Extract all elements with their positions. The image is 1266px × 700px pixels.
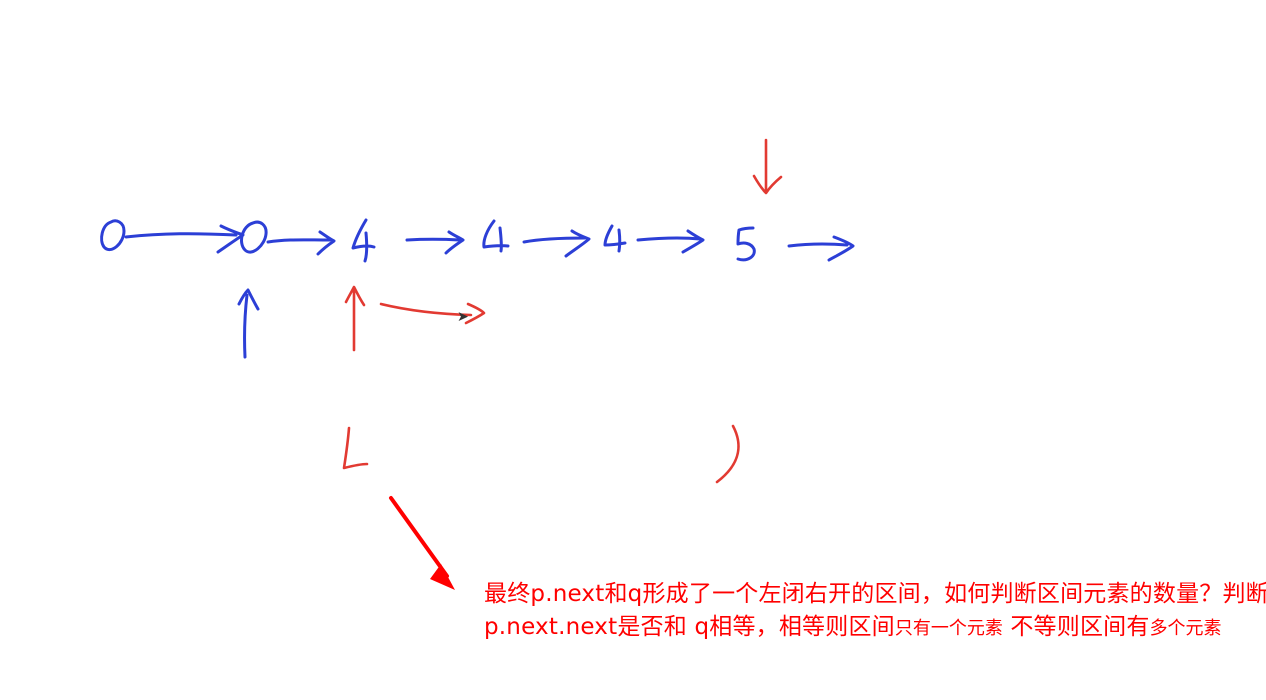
red-right-arrow [379, 302, 486, 325]
pointer-label-l [342, 426, 369, 470]
node-0-b [240, 220, 268, 254]
annotation-text-small-2: 多个元素 [1149, 618, 1222, 639]
arrow-4-to-4-b [522, 229, 591, 258]
annotation-arrow [389, 496, 449, 578]
arrow-5-next [787, 235, 855, 262]
pointer-label-paren [715, 424, 740, 484]
cursor-glyph: ➤ [457, 309, 469, 325]
arrow-4-to-4 [405, 230, 465, 255]
annotation-arrowhead [430, 564, 455, 590]
pointer-up-arrow [237, 288, 260, 359]
node-0-a [100, 219, 126, 252]
top-down-arrow [752, 138, 783, 195]
arrow-0-to-4 [266, 230, 336, 256]
annotation-note: 最终p.next和q形成了一个左闭右开的区间，如何判断区间元素的数量？判断p.n… [484, 578, 1266, 645]
node-4-a [351, 218, 376, 263]
linked-list [100, 218, 855, 359]
arrow-0-to-0 [124, 224, 245, 254]
node-4-b [482, 219, 510, 253]
red-up-arrow [344, 285, 366, 352]
red-annotations: ➤ [342, 138, 783, 590]
annotation-text-main: 最终p.next和q形成了一个左闭右开的区间，如何判断区间元素的数量？判断p.n… [484, 581, 1266, 640]
node-5 [736, 226, 756, 262]
arrow-4-to-5 [636, 229, 705, 254]
node-4-c [603, 224, 627, 253]
annotation-text-small-1: 只有一个元素 [894, 618, 1003, 639]
annotation-text-mid: 不等则区间有 [1002, 614, 1150, 640]
